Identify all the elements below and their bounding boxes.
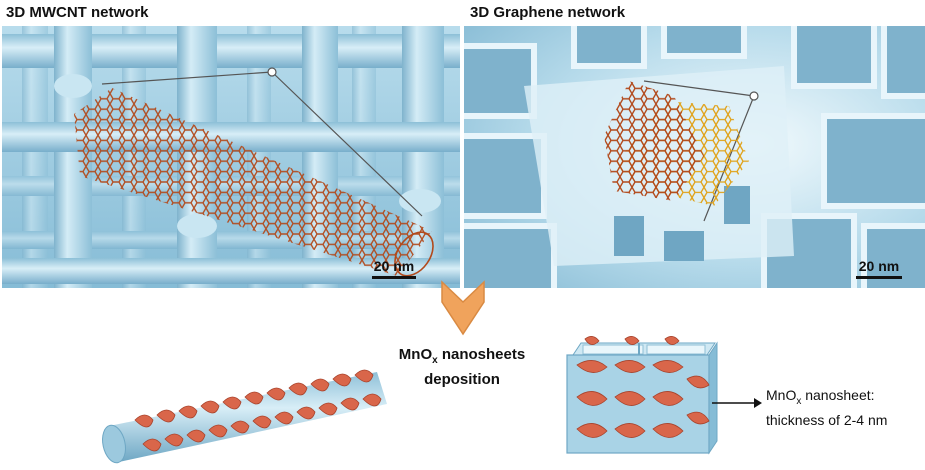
nanosheet-note-line2: thickness of 2-4 nm [766, 411, 888, 428]
mwcnt-network-illustration [2, 26, 460, 288]
nanosheet-pointer-arrow-icon [712, 398, 762, 408]
deposition-caption-line1: MnOx nanosheets [398, 346, 526, 366]
graphene-panel-title: 3D Graphene network [470, 4, 626, 21]
mwcnt-panel-title: 3D MWCNT network [6, 4, 149, 21]
graphene-lattice [604, 81, 749, 206]
mwcnt-network-image: 20 nm [2, 26, 460, 288]
mwcnt-scale-label: 20 nm [373, 258, 415, 274]
graphene-network-illustration [464, 26, 925, 288]
coated-nanotube-illustration [102, 369, 387, 464]
deposition-caption: MnOx nanosheets deposition [382, 345, 542, 389]
graphene-scale-bar: 20 nm [856, 258, 902, 279]
graphene-network-image: 20 nm [464, 26, 925, 288]
graphene-scale-label: 20 nm [858, 258, 900, 274]
graphene-scale-line [856, 276, 902, 279]
nanosheet-thickness-note: MnOx nanosheet: thickness of 2-4 nm [766, 386, 922, 430]
carbon-nanotube-lattice [74, 88, 434, 277]
mwcnt-scale-bar: 20 nm [372, 258, 416, 279]
process-arrow-icon [441, 280, 485, 336]
coated-graphene-illustration [566, 336, 718, 455]
nanosheet-note-line1: MnOx nanosheet: [766, 387, 875, 407]
deposition-caption-line2: deposition [424, 371, 500, 388]
mwcnt-scale-line [372, 276, 416, 279]
